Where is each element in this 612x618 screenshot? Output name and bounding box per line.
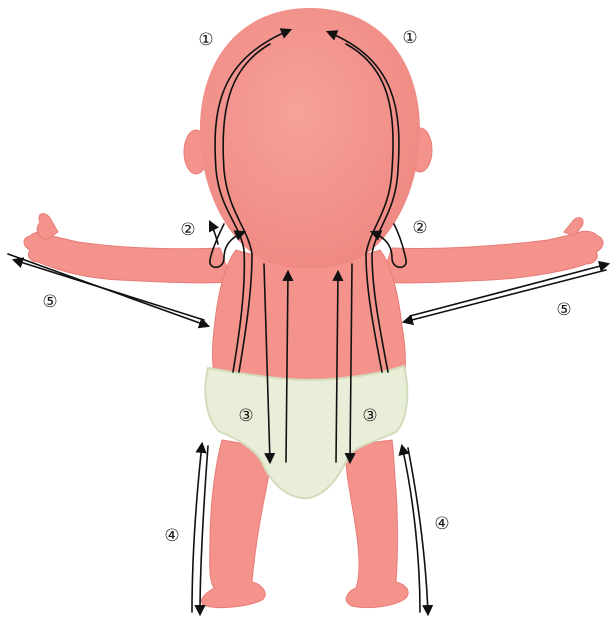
step-label-4-left: ④ xyxy=(164,526,179,546)
head xyxy=(200,8,420,269)
step-label-3-right: ③ xyxy=(362,406,377,426)
left-arm xyxy=(24,232,232,283)
step-label-5-right: ⑤ xyxy=(556,300,571,320)
step-label-5-left: ⑤ xyxy=(42,292,57,312)
step-label-1-left: ① xyxy=(198,30,213,50)
right-arm xyxy=(380,231,603,283)
step-label-3-left: ③ xyxy=(238,406,253,426)
left-hand xyxy=(37,214,58,240)
step-label-1-right: ① xyxy=(402,28,417,48)
step-label-4-right: ④ xyxy=(434,514,449,534)
step-label-2-right: ② xyxy=(412,218,427,238)
arrow-shoulder-left-up xyxy=(210,222,218,244)
arrow-leg-left-down xyxy=(200,446,208,614)
baby-figure xyxy=(24,8,603,608)
left-leg xyxy=(201,440,270,608)
step-label-2-left: ② xyxy=(180,220,195,240)
arrow-leg-right-down xyxy=(408,448,428,614)
right-leg xyxy=(346,440,408,608)
